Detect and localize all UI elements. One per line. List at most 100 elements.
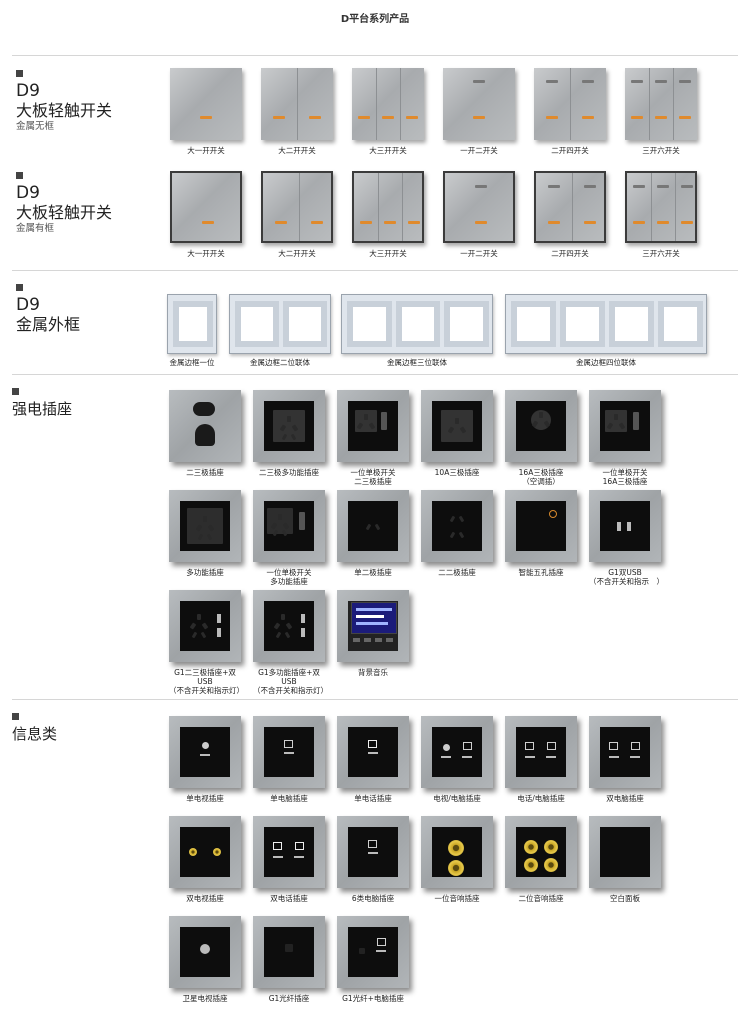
product-caption: 一位单极开关 二三极插座 (350, 468, 396, 486)
socket-product: 双电话插座 (253, 816, 325, 903)
socket-product: 卫星电视插座 (169, 916, 241, 1003)
indicator-icon (473, 80, 485, 83)
socket-panel-image (505, 816, 577, 888)
switch-product: 大三开开关 (352, 68, 424, 155)
product-caption: 大二开开关 (278, 146, 316, 155)
socket-product: 二位音响插座 (505, 816, 577, 903)
socket-panel-image (421, 816, 493, 888)
product-caption: 一开二开关 (460, 146, 498, 155)
product-caption: 背景音乐 (358, 668, 388, 677)
divider (12, 374, 738, 375)
product-caption: G1光纤插座 (268, 994, 310, 1003)
socket-panel-image (169, 490, 241, 562)
switch-panel-image (534, 171, 606, 243)
socket-panel-image (589, 390, 661, 462)
section-code: D9 (16, 183, 40, 203)
switch-product: 三开六开关 (625, 171, 697, 258)
socket-product: 一位音响插座 (421, 816, 493, 903)
product-caption: 6类电脑插座 (351, 894, 395, 903)
indicator-icon (408, 221, 420, 224)
product-caption: 双电话插座 (270, 894, 308, 903)
socket-panel-image (169, 390, 241, 462)
socket-panel-image (337, 716, 409, 788)
product-caption: G1光纤+电脑插座 (342, 994, 404, 1003)
switch-product: 大二开开关 (261, 68, 333, 155)
socket-panel-image (253, 916, 325, 988)
switch-panel-image (625, 171, 697, 243)
page-title: D平台系列产品 (340, 14, 410, 25)
product-caption: 二二极插座 (438, 568, 476, 577)
switch-panel-image (443, 171, 515, 243)
socket-product: 智能五孔插座 (505, 490, 577, 577)
socket-panel-image (589, 490, 661, 562)
switch-panel-image (261, 171, 333, 243)
indicator-icon (473, 116, 485, 119)
product-caption: 16A三极插座 （空调插） (518, 468, 564, 486)
product-caption: 单电话插座 (354, 794, 392, 803)
product-caption: 大三开开关 (369, 146, 407, 155)
indicator-icon (546, 80, 558, 83)
indicator-icon (384, 221, 396, 224)
socket-product: G1多功能插座+双USB （不含开关和指示灯） (253, 590, 328, 695)
product-caption: 双电视插座 (186, 894, 224, 903)
socket-panel-image (337, 390, 409, 462)
indicator-icon (584, 221, 596, 224)
frame-product: 金属边框三位联体 (341, 294, 493, 367)
switch-product: 大一开开关 (170, 68, 242, 155)
socket-panel-image (337, 590, 409, 662)
switch-panel-image (534, 68, 606, 140)
socket-product: 一位单极开关 二三极插座 (337, 390, 409, 486)
switch-product: 一开二开关 (443, 171, 515, 258)
socket-panel-image (505, 390, 577, 462)
indicator-icon (681, 185, 693, 188)
socket-panel-image (421, 716, 493, 788)
socket-panel-image (589, 816, 661, 888)
product-caption: 金属边框二位联体 (250, 358, 310, 367)
frame-product: 金属边框四位联体 (505, 294, 707, 367)
product-caption: 一位单极开关 16A三极插座 (602, 468, 648, 486)
socket-panel-image (337, 916, 409, 988)
socket-product: 电话/电脑插座 (505, 716, 577, 803)
socket-product: G1双USB （不含开关和指示 ） (589, 490, 664, 586)
product-caption: 一位单极开关 多功能插座 (266, 568, 312, 586)
product-caption: 电视/电脑插座 (433, 794, 481, 803)
section-name: 大板轻触开关 (16, 101, 113, 120)
indicator-icon (273, 116, 285, 119)
switch-panel-image (443, 68, 515, 140)
product-caption: 双电脑插座 (606, 794, 644, 803)
product-caption: 二三极插座 (186, 468, 224, 477)
socket-product: 双电视插座 (169, 816, 241, 903)
product-caption: 三开六开关 (642, 146, 680, 155)
socket-product: 二三极插座 (169, 390, 241, 477)
section-d9-frames-header: D9 金属外框 (16, 284, 80, 335)
indicator-icon (309, 116, 321, 119)
product-caption: 电话/电脑插座 (517, 794, 565, 803)
socket-product: 双电脑插座 (589, 716, 661, 803)
switch-panel-image (352, 68, 424, 140)
socket-panel-image (253, 390, 325, 462)
section-code: D9 (16, 295, 40, 315)
switch-panel-image (170, 171, 242, 243)
product-caption: 多功能插座 (186, 568, 224, 577)
product-caption: 空白面板 (610, 894, 640, 903)
socket-product: 一位单极开关 16A三极插座 (589, 390, 661, 486)
indicator-icon (202, 221, 214, 224)
socket-product: 空白面板 (589, 816, 661, 903)
socket-product: 单电视插座 (169, 716, 241, 803)
indicator-icon (311, 221, 323, 224)
socket-panel-image (253, 716, 325, 788)
indicator-icon (631, 116, 643, 119)
socket-panel-image (169, 590, 241, 662)
indicator-icon (582, 80, 594, 83)
socket-product: 10A三极插座 (421, 390, 493, 477)
socket-product: G1光纤+电脑插座 (337, 916, 409, 1003)
section-marker (12, 388, 19, 395)
indicator-icon (475, 185, 487, 188)
switch-product: 二开四开关 (534, 171, 606, 258)
indicator-icon (275, 221, 287, 224)
product-caption: 大三开开关 (369, 249, 407, 258)
product-caption: 二开四开关 (551, 249, 589, 258)
divider (12, 270, 738, 271)
indicator-icon (584, 185, 596, 188)
frame-image (505, 294, 707, 354)
